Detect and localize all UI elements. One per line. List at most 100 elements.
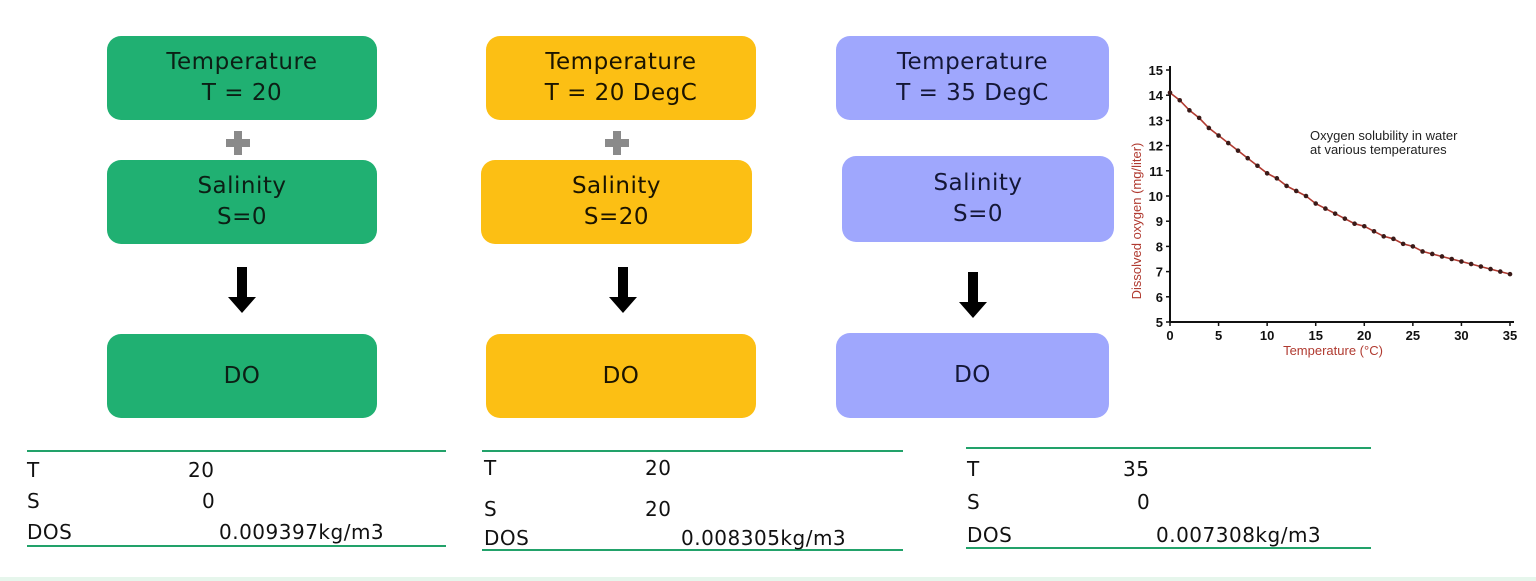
table-3-value-t: 35 (1123, 457, 1150, 481)
chart-data-point (1206, 125, 1212, 131)
chart-series-line (1169, 92, 1511, 275)
plus-icon (605, 131, 629, 155)
chart-data-point (1245, 155, 1251, 161)
table-1-label-s: S (27, 489, 41, 513)
chart-data-point (1391, 236, 1396, 242)
chart-x-tick-label: 30 (1454, 328, 1468, 343)
do-label: DO (954, 362, 991, 388)
temperature-value: T = 20 DegC (544, 80, 698, 106)
chart-y-tick-label: 14 (1149, 88, 1164, 103)
salinity-box-3: Salinity S=0 (842, 156, 1114, 242)
table-3-bottom-rule (966, 547, 1371, 549)
table-3-value-dos: 0.007308kg/m3 (1156, 523, 1322, 547)
temperature-value: T = 35 DegC (896, 80, 1049, 106)
bottom-strip (0, 577, 1536, 581)
salinity-value: S=0 (952, 201, 1003, 227)
salinity-value: S=20 (583, 204, 650, 230)
chart-data-point (1381, 234, 1387, 239)
table-3-value-s: 0 (1137, 490, 1151, 514)
chart-annotation-line-2: at various temperatures (1310, 142, 1447, 157)
chart-x-tick-label: 10 (1260, 328, 1274, 343)
chart-annotation-line-1: Oxygen solubility in water (1310, 128, 1458, 143)
chart-x-tick-label: 25 (1406, 328, 1420, 343)
chart-data-point (1274, 176, 1280, 181)
chart-data-point (1342, 216, 1348, 221)
down-arrow-icon (228, 267, 256, 313)
table-1-label-t: T (27, 458, 40, 482)
chart-x-tick-label: 35 (1503, 328, 1517, 343)
chart-x-tick-label: 5 (1215, 328, 1222, 343)
chart-data-point (1488, 266, 1493, 272)
do-box-1: DO (107, 334, 377, 418)
chart-data-point (1497, 269, 1503, 274)
chart-data-point (1196, 115, 1202, 121)
chart-y-tick-label: 12 (1149, 139, 1163, 154)
temperature-box-2: Temperature T = 20 DegC (486, 36, 756, 120)
salinity-value: S=0 (216, 204, 267, 230)
chart-y-tick-label: 7 (1156, 265, 1163, 280)
table-2-value-s: 20 (645, 497, 672, 521)
down-arrow-icon (959, 272, 987, 318)
salinity-title: Salinity (933, 170, 1023, 196)
chart-data-point (1177, 97, 1183, 103)
chart-data-point (1371, 228, 1377, 234)
chart-data-point (1410, 244, 1416, 249)
chart-data-point (1420, 249, 1425, 254)
chart-x-axis-label: Temperature (°C) (1283, 343, 1383, 358)
table-2-label-t: T (484, 456, 497, 480)
down-arrow-icon (609, 267, 637, 313)
chart-data-point (1187, 108, 1192, 113)
table-1-value-t: 20 (188, 458, 215, 482)
chart-data-point (1468, 261, 1474, 267)
chart-data-point (1429, 251, 1435, 257)
chart-data-point (1303, 193, 1309, 199)
chart-y-tick-label: 11 (1149, 164, 1163, 179)
table-1-bottom-rule (27, 545, 446, 547)
chart-data-point (1459, 259, 1464, 264)
chart-data-point (1216, 133, 1221, 138)
temperature-title: Temperature (896, 49, 1049, 75)
chart-data-point (1313, 201, 1319, 206)
salinity-title: Salinity (197, 173, 287, 199)
table-3-label-t: T (967, 457, 980, 481)
do-box-3: DO (836, 333, 1109, 418)
chart-data-point (1167, 90, 1173, 95)
chart-data-point (1449, 256, 1455, 262)
temperature-title: Temperature (166, 49, 318, 75)
do-label: DO (223, 362, 261, 389)
chart-y-axis-label: Dissolved oxygen (mg/liter) (1129, 143, 1144, 300)
table-1-label-dos: DOS (27, 520, 73, 544)
chart-x-tick-label: 0 (1166, 328, 1173, 343)
table-3-label-s: S (967, 490, 981, 514)
chart-data-point (1235, 148, 1241, 153)
salinity-title: Salinity (571, 173, 662, 199)
chart-data-point (1264, 171, 1270, 176)
chart-data-point (1332, 211, 1338, 216)
table-1-top-rule (27, 450, 446, 452)
chart-x-tick-label: 15 (1308, 328, 1322, 343)
chart-y-tick-label: 15 (1149, 63, 1163, 78)
table-3-top-rule (966, 447, 1371, 449)
chart-y-tick-label: 9 (1156, 214, 1163, 229)
chart-data-point (1293, 188, 1299, 194)
chart-data-point (1352, 221, 1357, 227)
chart-data-point (1400, 241, 1406, 247)
table-2-label-dos: DOS (484, 526, 530, 550)
table-2-value-dos: 0.008305kg/m3 (681, 526, 847, 550)
chart-data-point (1361, 223, 1367, 229)
chart-y-tick-label: 8 (1156, 239, 1163, 254)
chart-data-point (1284, 183, 1289, 189)
salinity-box-2: Salinity S=20 (481, 160, 752, 244)
plus-icon (226, 131, 250, 155)
chart-data-point (1323, 206, 1328, 211)
temperature-box-3: Temperature T = 35 DegC (836, 36, 1109, 120)
chart-y-tick-label: 5 (1156, 315, 1163, 330)
temperature-box-1: Temperature T = 20 (107, 36, 377, 120)
chart-y-tick-label: 10 (1149, 189, 1163, 204)
chart-data-point (1439, 254, 1445, 259)
chart-x-tick-label: 20 (1357, 328, 1371, 343)
table-2-value-t: 20 (645, 456, 672, 480)
chart-data-point (1478, 264, 1484, 269)
table-3-label-dos: DOS (967, 523, 1013, 547)
